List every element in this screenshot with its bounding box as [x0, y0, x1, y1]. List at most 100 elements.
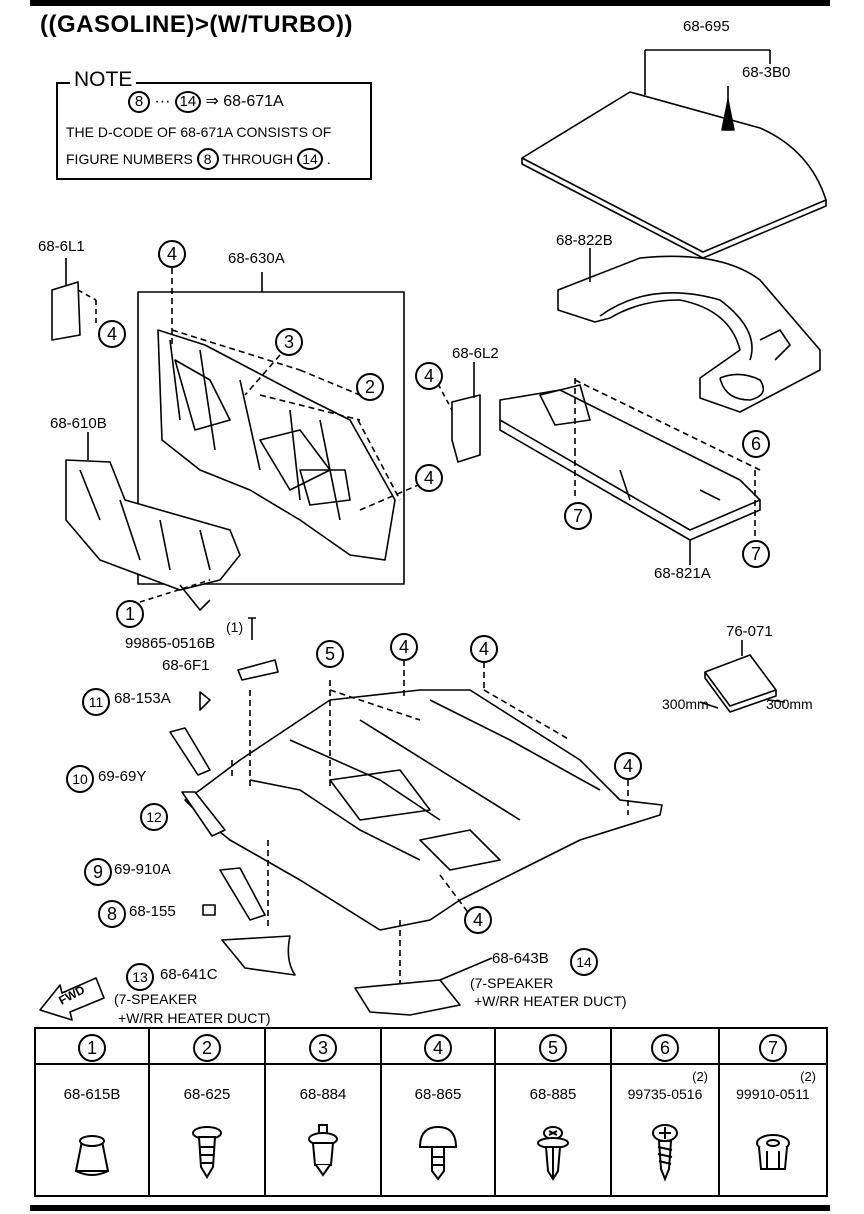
insulator-68-641c-drawing	[221, 935, 296, 976]
push-clip-icon	[74, 1135, 110, 1176]
legend-cell: 1 68-615B	[36, 1029, 150, 1195]
legend-quantity: (2)	[800, 1069, 816, 1084]
label-68-641c-note-1: (7-SPEAKER	[114, 991, 198, 1007]
label-69-69y: 69-69Y	[98, 768, 147, 785]
fir-tree-clip-icon	[192, 1126, 222, 1179]
note-from-callout: 8	[128, 91, 150, 113]
callout-14: 14	[570, 948, 598, 976]
label-68-641c-note-2: +W/RR HEATER DUCT)	[118, 1010, 271, 1026]
small-clips-drawing	[169, 691, 226, 837]
callout-5: 5	[316, 640, 344, 668]
front-insulator-68-610b-drawing	[65, 432, 241, 611]
callout-4: 4	[470, 635, 498, 663]
fastener-legend-table: 1 68-615B 2 68-625 3 68-884	[34, 1027, 828, 1197]
callout-1: 1	[116, 600, 144, 628]
legend-quantity: (2)	[692, 1069, 708, 1084]
legend-part-number: 99910-0511	[736, 1086, 810, 1102]
label-68-610b: 68-610B	[50, 415, 107, 432]
bottom-rule	[30, 1205, 830, 1211]
note-line3-from: 8	[196, 148, 219, 170]
note-to-callout: 14	[174, 91, 201, 113]
label-68-6l1: 68-6L1	[38, 238, 85, 255]
note-line3-pre: FIGURE NUMBERS	[66, 151, 193, 167]
callout-4: 4	[614, 752, 642, 780]
callout-4: 4	[415, 464, 443, 492]
legend-cell: 4 68-865	[382, 1029, 496, 1195]
note-dots: ···	[154, 93, 171, 110]
note-line-2: THE D-CODE OF 68-671A CONSISTS OF	[66, 124, 332, 140]
label-68-822b: 68-822B	[556, 232, 613, 249]
callout-6: 6	[742, 430, 770, 458]
label-99865-0516b: 99865-0516B	[125, 635, 216, 652]
callout-9: 9	[84, 858, 112, 886]
page-title: ((GASOLINE)>(W/TURBO))	[40, 11, 353, 38]
callout-4: 4	[158, 240, 186, 268]
label-68-3b0: 68-3B0	[742, 64, 791, 81]
sound-pad-76-071-drawing	[699, 640, 786, 713]
legend-callout: 6	[651, 1034, 679, 1062]
label-68-6f1: 68-6F1	[162, 657, 210, 674]
insulator-68-643b-drawing	[354, 957, 493, 1016]
legend-part-number: 68-884	[299, 1086, 347, 1103]
label-68-643b: 68-643B	[492, 950, 549, 967]
callout-2: 2	[356, 373, 384, 401]
front-pad-drawing	[202, 867, 266, 921]
legend-cell: 3 68-884	[266, 1029, 382, 1195]
screw-and-bracket-drawing	[237, 617, 279, 681]
legend-callout: 7	[759, 1034, 787, 1062]
legend-part-number: 68-885	[529, 1086, 577, 1103]
legend-callout: 1	[78, 1034, 106, 1062]
callout-4: 4	[415, 362, 443, 390]
label-68-821a: 68-821A	[654, 565, 711, 582]
label-68-6l2: 68-6L2	[452, 345, 499, 362]
dash-insulator-drawing	[137, 268, 431, 585]
label-68-695: 68-695	[683, 18, 730, 35]
note-line3-mid: THROUGH	[222, 151, 294, 167]
mushroom-clip-icon	[418, 1125, 458, 1181]
pad-68-6l2-drawing	[437, 362, 481, 463]
legend-cell: 5 68-885	[496, 1029, 612, 1195]
legend-cell: 6 (2) 99735-0516	[612, 1029, 720, 1195]
callout-11: 11	[82, 688, 110, 716]
legend-callout: 2	[193, 1034, 221, 1062]
label-99865-qty: (1)	[226, 619, 244, 635]
callout-7: 7	[742, 540, 770, 568]
label-68-643b-note-2: +W/RR HEATER DUCT)	[474, 993, 627, 1009]
legend-part-number: 68-865	[414, 1086, 462, 1103]
callout-3: 3	[275, 328, 303, 356]
callout-8: 8	[98, 900, 126, 928]
note-box	[56, 82, 372, 180]
top-rule	[30, 0, 830, 6]
grommet-nut-icon	[756, 1134, 790, 1170]
label-68-643b-note-1: (7-SPEAKER	[470, 975, 554, 991]
label-68-153a: 68-153A	[114, 690, 171, 707]
legend-cell: 7 (2) 99910-0511	[720, 1029, 826, 1195]
label-69-910a: 69-910A	[114, 861, 171, 878]
legend-part-number: 68-625	[183, 1086, 231, 1103]
note-line-1: 8 ··· 14 ⇒ 68-671A	[128, 91, 284, 113]
callout-7: 7	[564, 502, 592, 530]
tapping-screw-icon	[652, 1124, 678, 1182]
callout-4: 4	[98, 320, 126, 348]
trunk-board-drawing	[521, 49, 827, 259]
label-68-630a: 68-630A	[228, 250, 285, 267]
callout-13: 13	[126, 963, 154, 991]
spare-tire-tray-drawing	[557, 248, 821, 413]
note-part: 68-671A	[223, 93, 284, 110]
label-dim-right: 300mm	[766, 696, 813, 712]
label-68-641c: 68-641C	[160, 966, 218, 983]
note-label: NOTE	[70, 68, 137, 92]
legend-part-number: 99735-0516	[627, 1086, 703, 1102]
screw-rivet-icon	[537, 1126, 569, 1181]
note-line-3: FIGURE NUMBERS 8 THROUGH 14 .	[66, 148, 331, 170]
legend-callout: 3	[309, 1034, 337, 1062]
callout-12: 12	[140, 803, 168, 831]
legend-callout: 5	[539, 1034, 567, 1062]
legend-cell: 2 68-625	[150, 1029, 266, 1195]
callout-10: 10	[66, 765, 94, 793]
label-68-155: 68-155	[129, 903, 176, 920]
rear-panel-68-821a-drawing	[499, 378, 761, 565]
callout-4: 4	[464, 906, 492, 934]
